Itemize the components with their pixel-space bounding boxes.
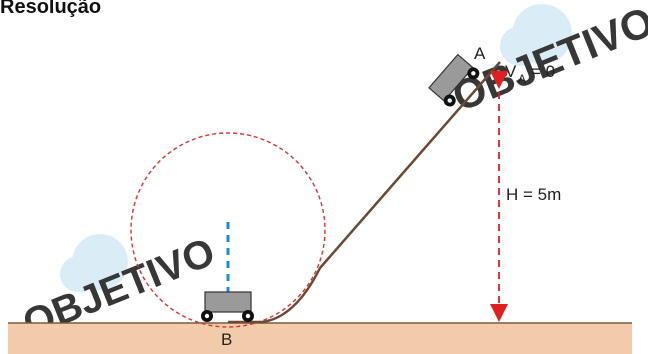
svg-text:A: A <box>518 72 526 86</box>
label-velocity-a: V A = 0 <box>505 62 555 86</box>
cart-at-a <box>428 53 480 107</box>
cart-body <box>428 53 474 102</box>
watermark-logo-icon <box>60 256 96 292</box>
cart-body <box>204 291 252 313</box>
watermark-logo-icon <box>500 26 540 66</box>
svg-text:V: V <box>505 62 517 81</box>
page-title: Resolução <box>0 0 102 18</box>
ground <box>8 323 632 354</box>
loop-circle <box>130 132 326 328</box>
label-point-a: A <box>474 44 486 63</box>
ramp-track <box>228 61 501 324</box>
cart-at-b <box>201 291 254 322</box>
label-point-b: B <box>221 330 232 349</box>
svg-text:= 0: = 0 <box>531 62 555 81</box>
label-height: H = 5m <box>506 185 561 204</box>
